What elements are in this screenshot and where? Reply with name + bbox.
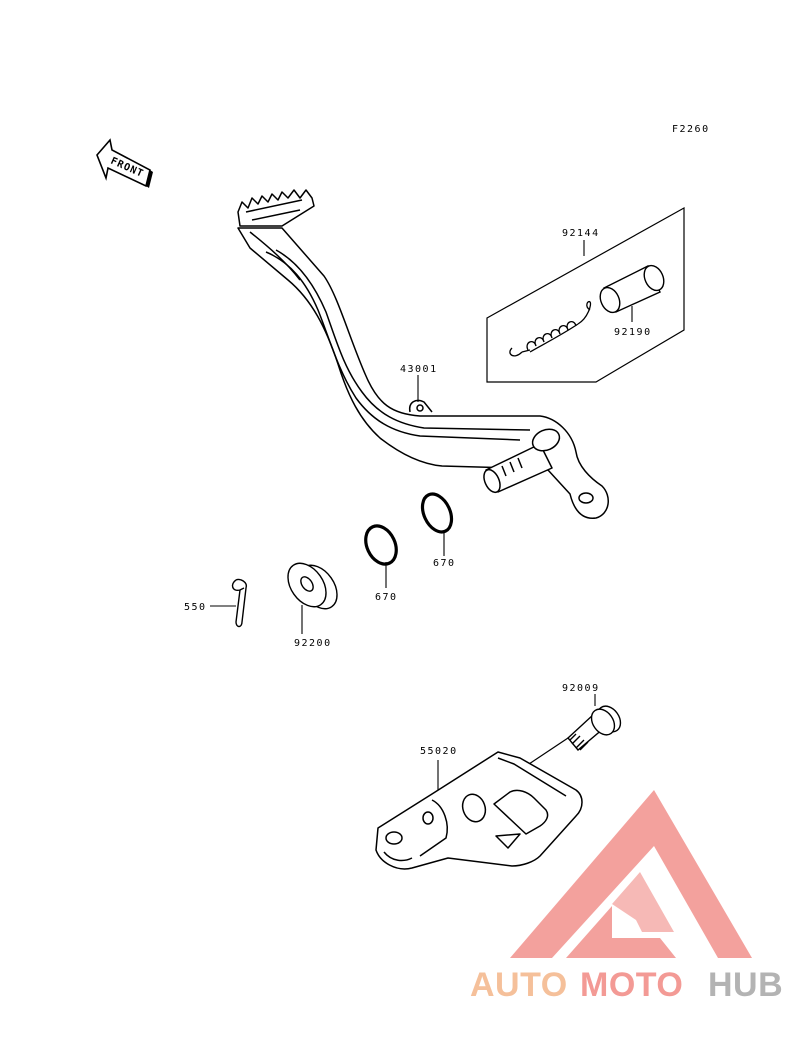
leader-lines — [210, 240, 633, 790]
part-label-92009: 92009 — [562, 683, 600, 694]
watermark-moto: MOTO — [580, 966, 683, 1004]
cotter-pin — [231, 578, 248, 628]
o-ring-rear — [364, 524, 398, 566]
front-arrow-icon: FRONT — [96, 138, 153, 188]
part-label-43001: 43001 — [400, 364, 438, 375]
o-ring-front — [420, 492, 454, 534]
part-label-550: 550 — [184, 602, 207, 613]
washer — [287, 560, 340, 610]
watermark-auto: AUTO — [470, 966, 568, 1004]
part-label-92190: 92190 — [614, 327, 652, 338]
return-spring — [509, 300, 592, 357]
figure-code: F2260 — [672, 124, 710, 135]
part-label-92144: 92144 — [562, 228, 600, 239]
brake-pedal — [237, 189, 609, 519]
bolt — [489, 705, 622, 791]
part-label-670-rear: 670 — [375, 592, 398, 603]
brake-guard — [375, 751, 583, 870]
spring-sleeve — [599, 264, 665, 314]
watermark-logo: AUTO MOTO HUB — [470, 790, 783, 1004]
part-label-55020: 55020 — [420, 746, 458, 757]
watermark-hub: HUB — [708, 966, 783, 1004]
part-label-670-front: 670 — [433, 558, 456, 569]
part-label-92200: 92200 — [294, 638, 332, 649]
inset-box — [486, 206, 685, 383]
